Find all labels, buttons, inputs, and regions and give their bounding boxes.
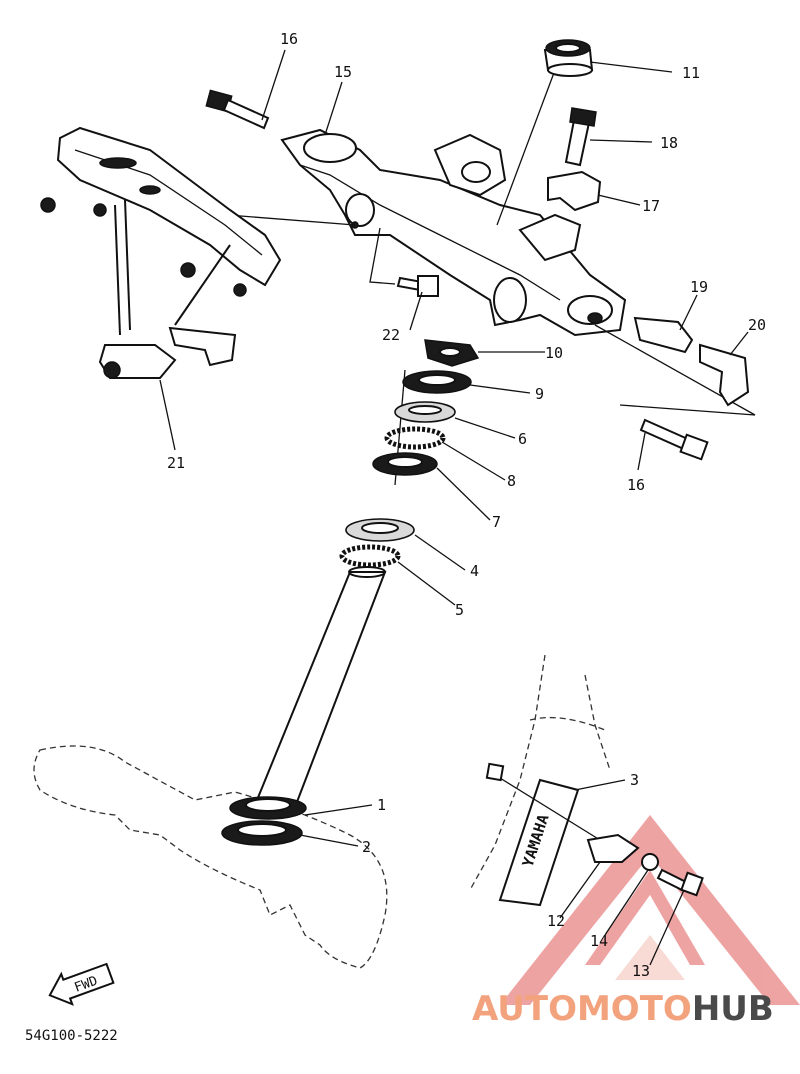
leader-lines — [159, 49, 749, 966]
diagram-code: 54G100-5222 — [25, 1028, 118, 1044]
callouts: 1 2 3 4 5 6 7 8 9 10 11 12 13 14 15 16 1… — [167, 30, 766, 980]
callout-17: 17 — [642, 197, 660, 215]
part-22-bolt — [396, 275, 439, 297]
callout-7: 7 — [492, 513, 501, 531]
part-19-clamp — [633, 316, 694, 354]
part-10-ring-nut — [424, 339, 480, 367]
callout-13: 13 — [632, 962, 650, 980]
part-11-cap-nut — [543, 39, 594, 77]
watermark-text: AUTOMOTOHUB — [472, 989, 774, 1029]
callout-15: 15 — [334, 63, 352, 81]
lower-bracket-outline — [33, 745, 388, 969]
callout-19: 19 — [690, 278, 708, 296]
callout-2: 2 — [362, 838, 371, 856]
svg-text:AUTOMOTOHUB: AUTOMOTOHUB — [472, 989, 774, 1029]
callout-8: 8 — [507, 472, 516, 490]
part-14-washer — [641, 853, 659, 871]
part-16-bolt-top — [205, 89, 270, 130]
front-fork: YAMAHA — [469, 654, 611, 907]
callout-22: 22 — [382, 326, 400, 344]
callout-3: 3 — [630, 771, 639, 789]
callout-16-bottom: 16 — [627, 476, 645, 494]
callout-14: 14 — [590, 932, 608, 950]
part-16-bolt-bottom — [639, 418, 709, 461]
part-13-bolt — [656, 868, 704, 897]
bearing-stack — [339, 339, 480, 568]
watermark-prefix: AUTOMOTO — [472, 989, 692, 1029]
callout-1: 1 — [377, 796, 386, 814]
part-17-holder — [547, 170, 602, 212]
fwd-arrow: FWD — [48, 962, 115, 1006]
part-20-bracket — [699, 343, 750, 407]
part-8-balls — [384, 426, 446, 450]
part-12-holder — [586, 833, 640, 863]
callout-4: 4 — [470, 562, 479, 580]
callout-5: 5 — [455, 601, 464, 619]
callout-16-top: 16 — [280, 30, 298, 48]
part-3-marker — [485, 762, 505, 782]
callout-18: 18 — [660, 134, 678, 152]
callout-11: 11 — [682, 64, 700, 82]
watermark-suffix: HUB — [692, 989, 774, 1029]
part-21-meter-bracket — [40, 126, 282, 379]
steering-stem — [253, 566, 387, 817]
part-5-balls — [339, 544, 401, 568]
callout-12: 12 — [547, 912, 565, 930]
callout-6: 6 — [518, 430, 527, 448]
callout-21: 21 — [167, 454, 185, 472]
callout-10: 10 — [545, 344, 563, 362]
callout-20: 20 — [748, 316, 766, 334]
part-18-bolt — [564, 107, 597, 167]
callout-9: 9 — [535, 385, 544, 403]
